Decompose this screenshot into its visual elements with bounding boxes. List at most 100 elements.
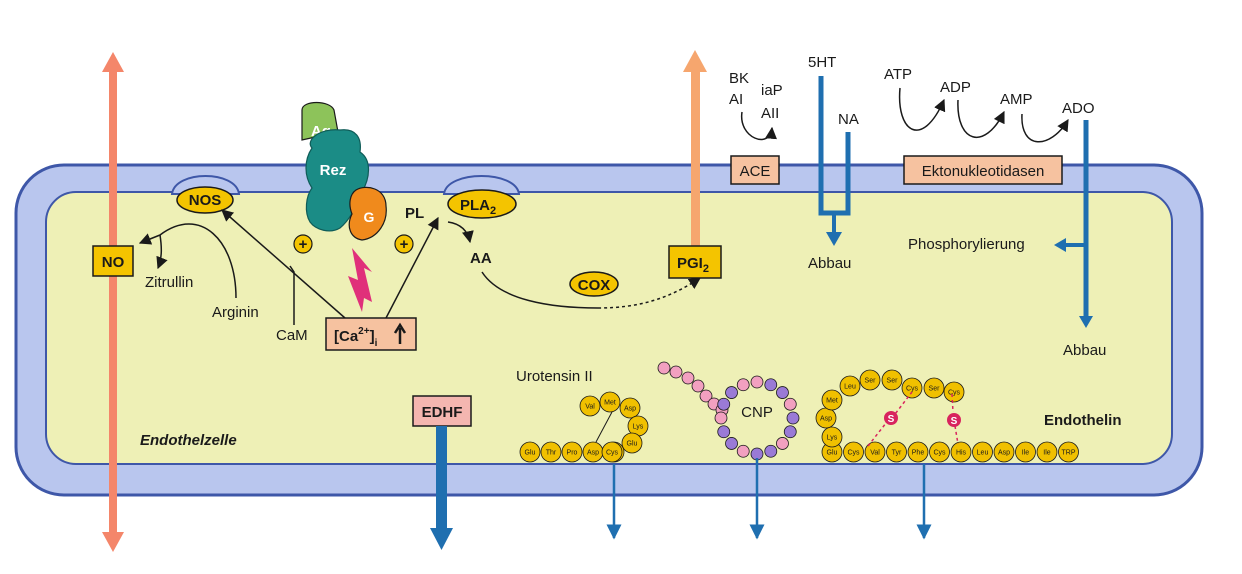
pgi2-release-arrow xyxy=(683,50,707,246)
edhf-box: EDHF xyxy=(412,395,472,427)
endothelin-loop-aa xyxy=(821,389,843,411)
urotensin-aa xyxy=(519,441,541,463)
urotensin-ring-aa xyxy=(579,395,601,417)
endothelin-aa xyxy=(864,441,886,463)
urotensin-aa xyxy=(540,441,562,463)
ca-to-pl-arrow xyxy=(385,216,439,319)
endothelin-aa-label: His xyxy=(956,449,967,456)
endothelin-loop-aa xyxy=(943,381,965,403)
cnp-ring-bead xyxy=(725,437,738,450)
cnp-ring-bead xyxy=(714,411,728,425)
endothelin-aa xyxy=(929,441,950,463)
endothelin-aa-label: Cys xyxy=(933,449,946,456)
cnp-tail-bead xyxy=(699,389,713,403)
cnp-ring-bead xyxy=(783,397,797,411)
endothelin-aa xyxy=(843,441,864,463)
ekto-label: Ektonukleotidasen xyxy=(922,163,1045,180)
endothelin-aa-label: Ile xyxy=(1043,449,1051,456)
cam-label: CaM xyxy=(276,327,308,344)
endothelin-aa xyxy=(1015,441,1036,463)
endothelin-loop-aa-label: Ser xyxy=(865,377,877,384)
atp-to-adp-arrow xyxy=(898,87,946,131)
ace-label: ACE xyxy=(740,163,771,180)
endothelin-loop-aa xyxy=(821,426,843,448)
cnp-label: CNP xyxy=(741,404,773,421)
cnp-ring-bead xyxy=(764,378,778,392)
cnp-tail xyxy=(657,361,729,417)
svg-text:[Ca2+]i: [Ca2+]i xyxy=(334,326,378,349)
svg-text:S: S xyxy=(888,414,895,425)
cnp-ring-bead xyxy=(736,378,750,392)
endothelin-aa-label: Cys xyxy=(847,449,860,456)
endothelin-loop-aa-label: Cys xyxy=(948,389,961,396)
urotensin-ring-aa-label: Lys xyxy=(633,423,644,430)
cox-to-pgi2-dotted xyxy=(597,277,701,309)
endothelin-aa-label: Ile xyxy=(1022,449,1030,456)
endothelin-loop-aa-label: Cys xyxy=(906,385,919,392)
endothelin-aa-label: Leu xyxy=(977,449,989,456)
endothelin-loop-aa xyxy=(901,377,923,399)
zitrullin-label: Zitrullin xyxy=(145,274,193,291)
aa-to-cox-curve xyxy=(481,271,599,309)
pl-label: PL xyxy=(405,205,424,222)
urotensin-ring-aa xyxy=(599,391,621,413)
endothelin-aa-label: TRP xyxy=(1062,449,1076,456)
endothelin-aa xyxy=(886,441,907,463)
endothelin-loop-aa xyxy=(839,375,861,397)
endothelin-aa-label: Glu xyxy=(827,449,838,456)
calcium-box: [Ca2+]i xyxy=(325,317,417,351)
endothelin-aa xyxy=(972,441,993,463)
arginin-curve xyxy=(159,223,237,299)
amp-to-ado-arrow xyxy=(1021,113,1069,143)
arrow-to-no xyxy=(138,233,161,245)
phosphorylierung-label: Phosphorylierung xyxy=(908,236,1025,253)
adp-to-amp-arrow xyxy=(957,99,1005,138)
cnp-ring-bead xyxy=(786,411,800,425)
endothelin-loop-aa-label: Ser xyxy=(887,377,899,384)
pla2-membrane-bump xyxy=(442,175,521,195)
svg-text:S: S xyxy=(951,416,958,427)
no-diffusion-arrow xyxy=(102,52,124,552)
urotensin-ring-aa-label: Cys xyxy=(606,449,619,456)
increase-arrow-icon xyxy=(393,322,407,344)
cnp-ring-bead xyxy=(717,397,731,411)
endothelin-aa xyxy=(950,441,972,463)
g-label: G xyxy=(364,209,375,225)
svg-text:+: + xyxy=(299,236,308,253)
atp-label: ATP xyxy=(884,66,912,83)
cnp-tail-bead xyxy=(669,365,683,379)
svg-text:PGI2: PGI2 xyxy=(677,255,709,275)
cnp-ring-bead xyxy=(750,375,764,389)
adp-label: ADP xyxy=(940,79,971,96)
ai-label: AI xyxy=(729,91,743,108)
cnp-ring-bead xyxy=(736,444,750,458)
rez-label: Rez xyxy=(320,162,347,179)
urotensin-aa xyxy=(561,441,583,463)
endothelin-label: Endothelin xyxy=(1044,412,1122,429)
endothelin-aa xyxy=(1058,441,1079,463)
signal-bolt-icon xyxy=(348,248,372,312)
nos-enzyme: NOS xyxy=(176,186,234,214)
cnp-tail-bead xyxy=(691,379,705,393)
endothelzelle-label: Endothelzelle xyxy=(140,432,237,449)
urotensin-ring-aa-label: Val xyxy=(585,403,595,410)
endothelin-loop-aa xyxy=(881,369,903,391)
ado-label: ADO xyxy=(1062,100,1095,117)
endothelin-loop-aa-label: Asp xyxy=(820,415,832,422)
urotensin-ring-aa-label: Met xyxy=(604,399,616,406)
cnp-ring-bead xyxy=(783,425,797,439)
cnp-ring-bead xyxy=(776,437,789,450)
pla2-enzyme: PLA2 xyxy=(447,189,517,219)
urotensin-aa-label: Pro xyxy=(567,449,578,456)
pgi2-box: PGI2 xyxy=(668,245,722,279)
arrow-to-zitrullin xyxy=(156,234,168,270)
abbau-label-1: Abbau xyxy=(808,255,851,272)
no-box: NO xyxy=(92,245,134,277)
cnp-ring-bead xyxy=(717,425,731,439)
urotensin-disulfide-line xyxy=(595,411,613,443)
